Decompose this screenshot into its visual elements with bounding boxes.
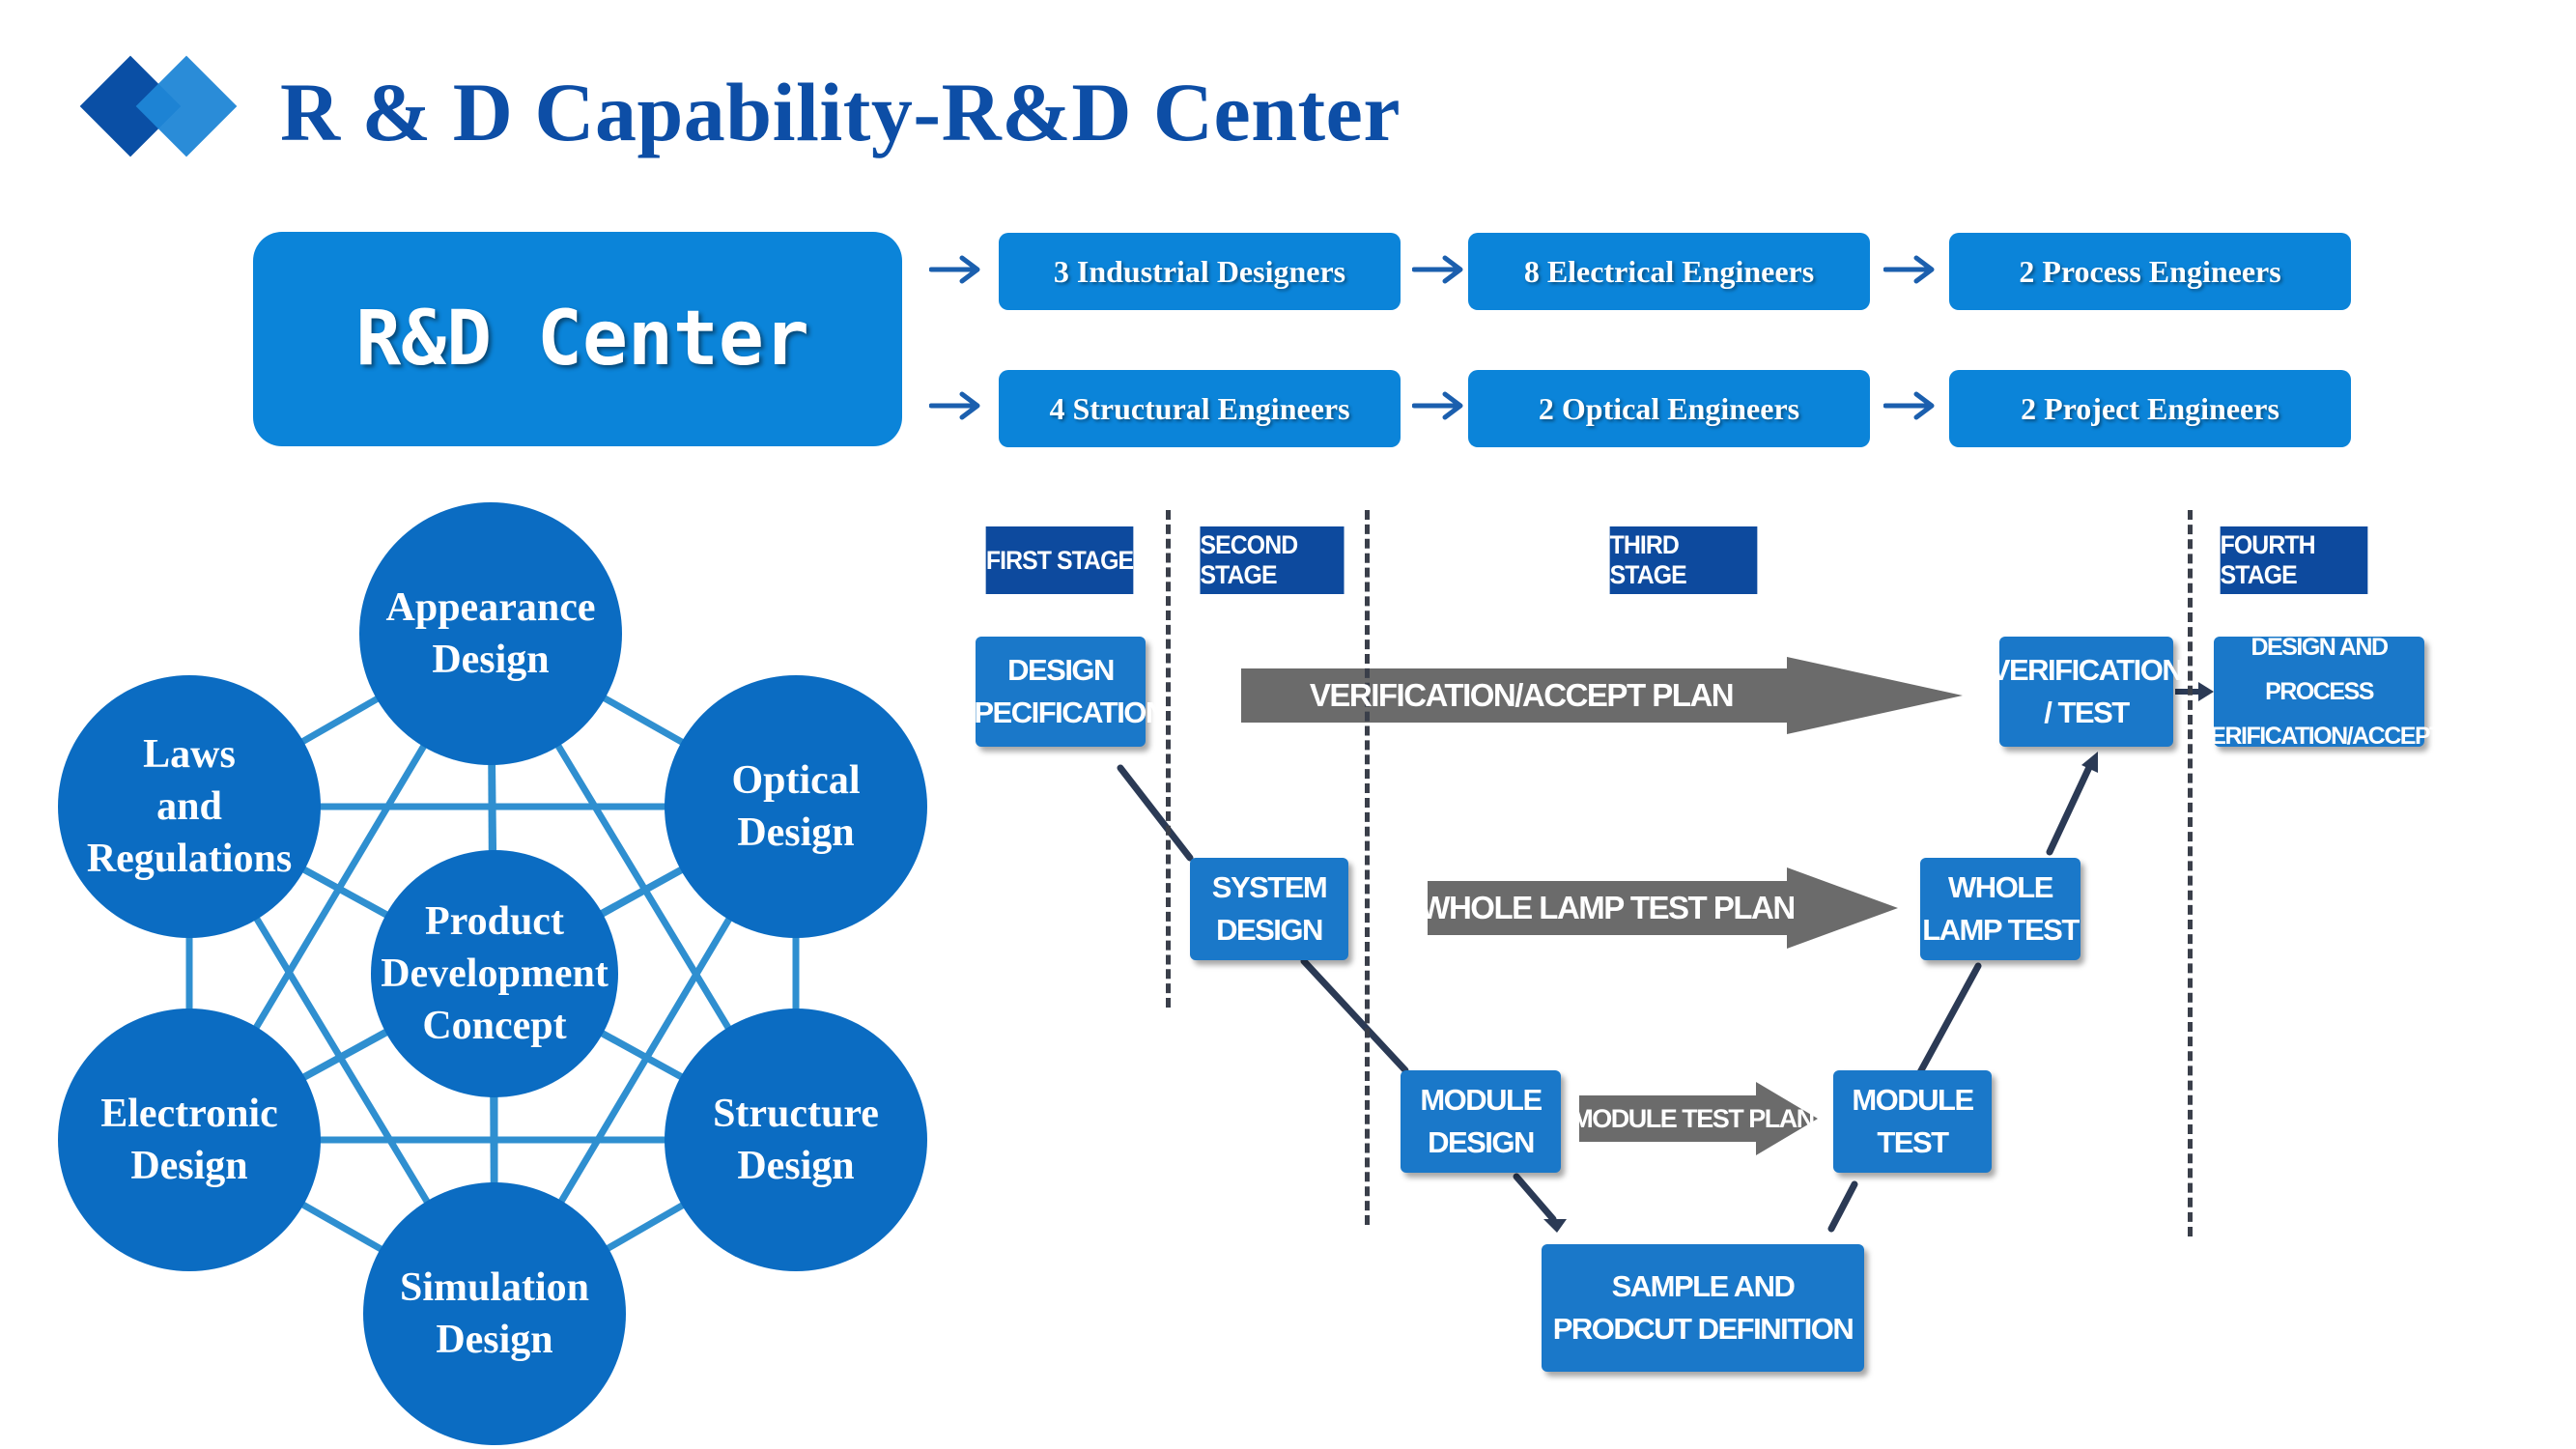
stage-fourth: FOURTH STAGE bbox=[2220, 526, 2368, 594]
plan-arrow-whole-lamp bbox=[1428, 867, 1898, 949]
plan-label-module: MODULE TEST PLAN bbox=[1571, 1103, 1815, 1133]
team-industrial-designers: 3 Industrial Designers bbox=[999, 233, 1401, 310]
node-structure-design: Structure Design bbox=[665, 1009, 927, 1271]
right-arrow-icon bbox=[1412, 255, 1463, 284]
flow-line bbox=[1300, 957, 1409, 1074]
node-optical-design: Optical Design bbox=[665, 675, 927, 938]
team-optical-engineers: 2 Optical Engineers bbox=[1468, 370, 1870, 447]
box-module-test: MODULE TEST bbox=[1833, 1070, 1992, 1173]
flow-line bbox=[1117, 764, 1194, 862]
flow-arrowhead bbox=[2081, 752, 2098, 773]
box-design-process-verification: DESIGN AND PROCESS VERIFICATION/ACCEPT bbox=[2195, 634, 2444, 750]
flow-arrowhead bbox=[2198, 682, 2214, 701]
stage-divider bbox=[2188, 510, 2193, 1236]
team-project-engineers: 2 Project Engineers bbox=[1949, 370, 2351, 447]
stage-second: SECOND STAGE bbox=[1200, 526, 1345, 594]
flow-line bbox=[2046, 759, 2095, 856]
box-module-design: MODULE DESIGN bbox=[1401, 1070, 1561, 1173]
flow-line bbox=[1827, 1180, 1858, 1233]
box-system-design: SYSTEM DESIGN bbox=[1190, 858, 1348, 960]
plan-label-verification: VERIFICATION/ACCEPT PLAN bbox=[1309, 677, 1735, 713]
node-appearance-design: Appearance Design bbox=[359, 502, 622, 765]
rd-center-label: R&D Center bbox=[355, 296, 809, 383]
box-whole-lamp-test: WHOLE LAMP TEST bbox=[1920, 858, 2081, 960]
stage-divider bbox=[1365, 510, 1370, 1225]
right-arrow-icon bbox=[1412, 391, 1463, 420]
flow-arrowhead bbox=[1543, 1219, 1567, 1233]
right-arrow-icon bbox=[929, 391, 980, 420]
right-arrow-icon bbox=[1883, 255, 1935, 284]
node-electronic-design: Electronic Design bbox=[58, 1009, 321, 1271]
node-laws-regulations: Laws and Regulations bbox=[58, 675, 321, 938]
stage-third: THIRD STAGE bbox=[1609, 526, 1758, 594]
box-design-specification: DESIGN SPECIFICATION bbox=[955, 637, 1167, 747]
plan-arrow-module bbox=[1579, 1082, 1818, 1155]
right-arrow-icon bbox=[1883, 391, 1935, 420]
flow-line bbox=[1916, 962, 1982, 1076]
flow-line bbox=[1513, 1173, 1557, 1223]
right-arrow-icon bbox=[929, 255, 980, 284]
box-sample-product-definition: SAMPLE AND PRODCUT DEFINITION bbox=[1542, 1244, 1864, 1372]
plan-arrow-verification bbox=[1241, 657, 1963, 734]
team-electrical-engineers: 8 Electrical Engineers bbox=[1468, 233, 1870, 310]
node-simulation-design: Simulation Design bbox=[363, 1182, 626, 1445]
page-title: R & D Capability-R&D Center bbox=[280, 66, 1401, 158]
team-process-engineers: 2 Process Engineers bbox=[1949, 233, 2351, 310]
node-product-development-concept: Product Development Concept bbox=[371, 850, 618, 1097]
stage-first: FIRST STAGE bbox=[985, 526, 1134, 594]
stage-divider bbox=[1166, 510, 1171, 1008]
plan-label-whole-lamp: WHOLE LAMP TEST PLAN bbox=[1420, 890, 1796, 925]
team-structural-engineers: 4 Structural Engineers bbox=[999, 370, 1401, 447]
rd-center-box: R&D Center bbox=[253, 232, 902, 446]
box-verification-test: VERIFICATION / TEST bbox=[1991, 637, 2184, 747]
